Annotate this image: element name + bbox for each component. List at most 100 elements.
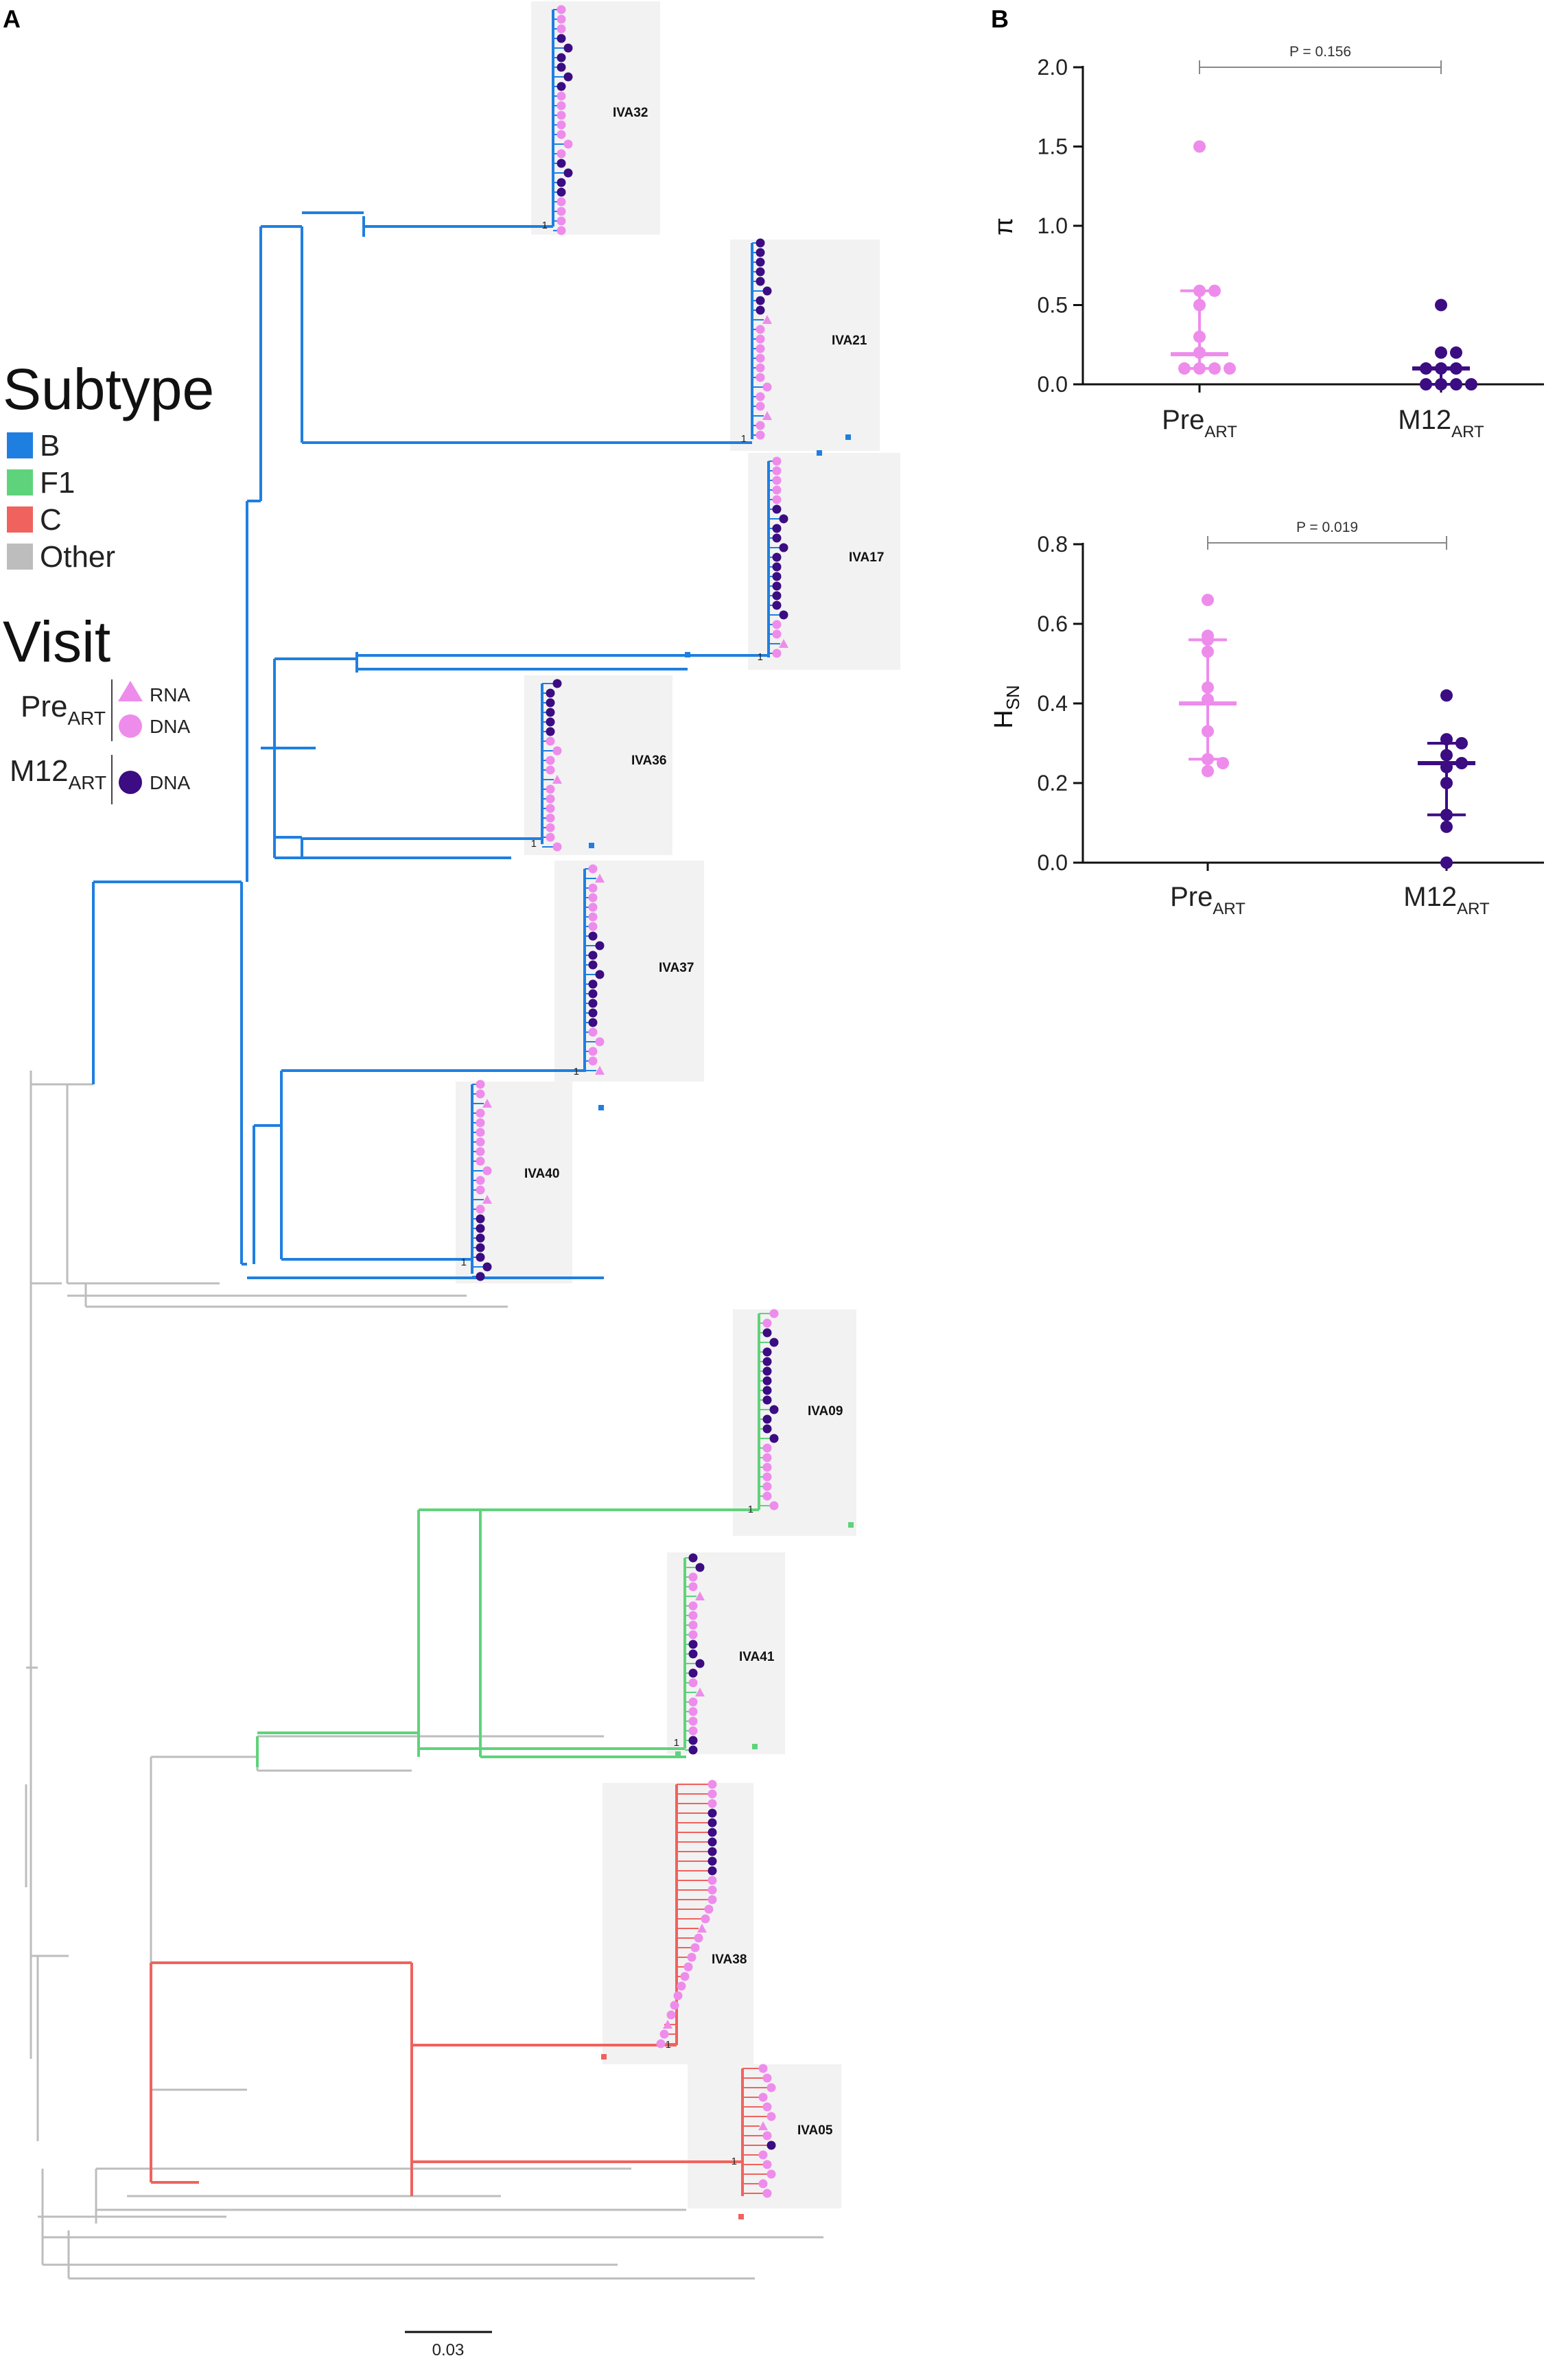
tip-m12-dna <box>762 1386 772 1395</box>
tip-m12-dna <box>707 1856 717 1866</box>
legend-label-other: Other <box>40 540 115 574</box>
data-point <box>1440 808 1453 821</box>
scale-bar: 0.03 <box>405 2331 492 2356</box>
tip-pre-dna <box>546 804 555 813</box>
tip-pre-dna <box>762 2160 772 2169</box>
p-value-label: P = 0.019 <box>1296 520 1358 535</box>
tip-m12-dna <box>688 1649 698 1659</box>
tip-m12-dna <box>588 1018 598 1027</box>
tip-pre-dna <box>476 1137 485 1147</box>
tip-pre-dna <box>552 842 562 852</box>
tip-m12-dna <box>476 1252 485 1262</box>
data-point <box>1193 330 1206 343</box>
tip-pre-dna <box>772 485 782 495</box>
data-point <box>1455 757 1468 769</box>
tip-pre-dna <box>557 120 566 130</box>
tip-pre-dna <box>557 5 566 14</box>
tip-m12-dna <box>772 562 782 572</box>
tip-m12-dna <box>707 1808 717 1818</box>
data-point <box>1465 378 1477 390</box>
tip-pre-dna <box>772 620 782 629</box>
y-tick-label: 0.6 <box>1038 611 1068 636</box>
y-tick-label: 1.5 <box>1038 135 1068 159</box>
tip-pre-dna <box>588 1047 598 1056</box>
tip-pre-dna <box>546 832 555 842</box>
clade-label-iva05: IVA05 <box>797 2123 833 2138</box>
tip-pre-dna <box>707 1799 717 1808</box>
tip-pre-dna <box>762 2102 772 2112</box>
tip-pre-dna <box>772 649 782 658</box>
tip-pre-dna <box>762 2073 772 2083</box>
node-support-label: 1 <box>758 651 763 663</box>
data-point <box>1435 362 1447 375</box>
tip-pre-dna <box>688 1697 698 1707</box>
data-point <box>1440 760 1453 773</box>
tip-square <box>598 1105 604 1110</box>
panel-b-letter: B <box>991 5 1009 33</box>
tip-m12-dna <box>756 296 765 305</box>
tip-m12-dna <box>772 581 782 591</box>
tip-m12-dna <box>762 1395 772 1405</box>
tip-m12-dna <box>552 679 562 688</box>
tip-m12-dna <box>546 708 555 717</box>
tip-pre-dna <box>704 1904 714 1914</box>
tip-rna-triangle <box>552 775 562 784</box>
tip-pre-dna <box>756 392 765 401</box>
data-point <box>1202 765 1214 778</box>
tip-m12-dna <box>762 286 772 296</box>
tip-pre-dna <box>476 1108 485 1118</box>
tip-square <box>601 2054 607 2060</box>
tip-pre-dna <box>476 1118 485 1128</box>
y-tick-label: 0.2 <box>1038 771 1068 795</box>
tip-pre-dna <box>476 1176 485 1185</box>
data-point <box>1208 362 1221 375</box>
tip-pre-dna <box>688 1601 698 1611</box>
tip-m12-dna <box>767 2141 776 2150</box>
tip-m12-dna <box>588 931 598 941</box>
tip-pre-dna <box>772 495 782 504</box>
tip-m12-dna <box>557 34 566 43</box>
tip-pre-dna <box>688 1582 698 1591</box>
tip-m12-dna <box>688 1553 698 1563</box>
scale-bar-label: 0.03 <box>432 2341 465 2356</box>
tip-pre-dna <box>557 130 566 139</box>
tip-square <box>845 434 851 440</box>
data-point <box>1435 299 1447 312</box>
x-tick-label: PreART <box>1170 882 1245 918</box>
tip-pre-dna <box>762 2131 772 2141</box>
y-tick-label: 0.4 <box>1038 691 1068 716</box>
data-point <box>1208 284 1221 297</box>
data-point <box>1217 757 1229 769</box>
tip-pre-dna <box>666 2010 676 2020</box>
tip-m12-dna <box>779 610 788 620</box>
tip-m12-dna <box>772 552 782 562</box>
tip-rna-triangle <box>695 1688 705 1696</box>
tip-pre-dna <box>546 756 555 765</box>
tip-m12-dna <box>707 1837 717 1847</box>
data-point <box>1202 681 1214 694</box>
tip-pre-dna <box>758 2092 768 2102</box>
tip-pre-dna <box>762 2189 772 2198</box>
legend-visit-title: Visit <box>3 609 110 674</box>
tip-m12-dna <box>772 591 782 600</box>
x-tick-label: M12ART <box>1403 882 1490 918</box>
x-tick-label: PreART <box>1162 405 1237 441</box>
tip-m12-dna <box>707 1866 717 1876</box>
tree-legend: Subtype B F1 C Other Visit PreART RNA DN… <box>3 357 214 804</box>
tip-pre-dna <box>688 1572 698 1582</box>
legend-pre-rna: RNA <box>150 684 190 705</box>
tip-m12-dna <box>769 1405 779 1414</box>
tip-pre-dna <box>758 2150 768 2160</box>
tip-m12-dna <box>762 1366 772 1376</box>
tip-m12-dna <box>563 72 573 82</box>
data-point <box>1193 284 1206 297</box>
tip-m12-dna <box>688 1736 698 1745</box>
y-tick-label: 1.0 <box>1038 213 1068 238</box>
tip-m12-dna <box>546 727 555 736</box>
tip-rna-triangle <box>482 1195 492 1204</box>
tip-m12-dna <box>546 717 555 727</box>
tip-pre-dna <box>677 1981 686 1991</box>
tip-m12-dna <box>476 1243 485 1252</box>
